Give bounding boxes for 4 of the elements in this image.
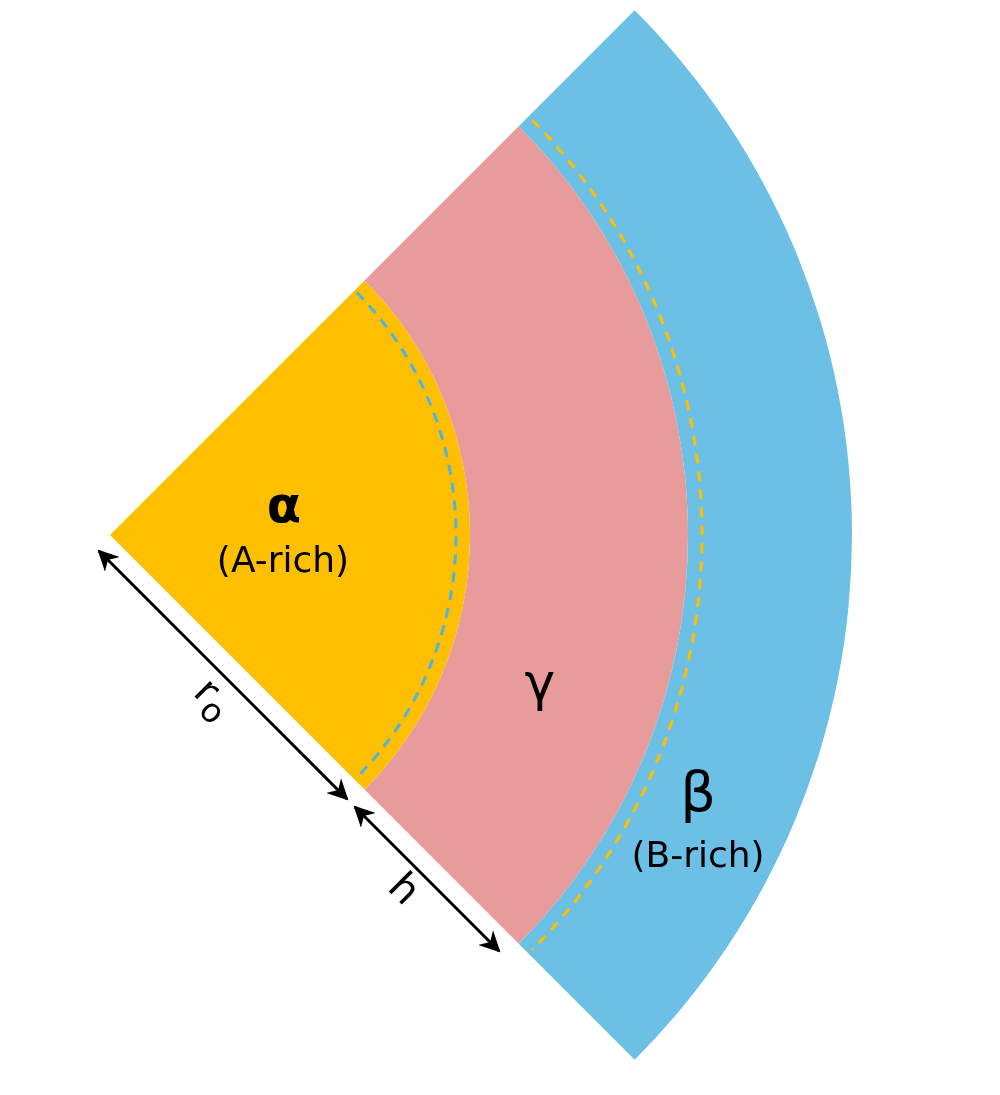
phase-symbol: α [266, 480, 302, 530]
dimension-label: h [381, 864, 429, 912]
phase-label: (A-rich) [216, 542, 350, 578]
phase-label: (B-rich) [631, 837, 765, 873]
